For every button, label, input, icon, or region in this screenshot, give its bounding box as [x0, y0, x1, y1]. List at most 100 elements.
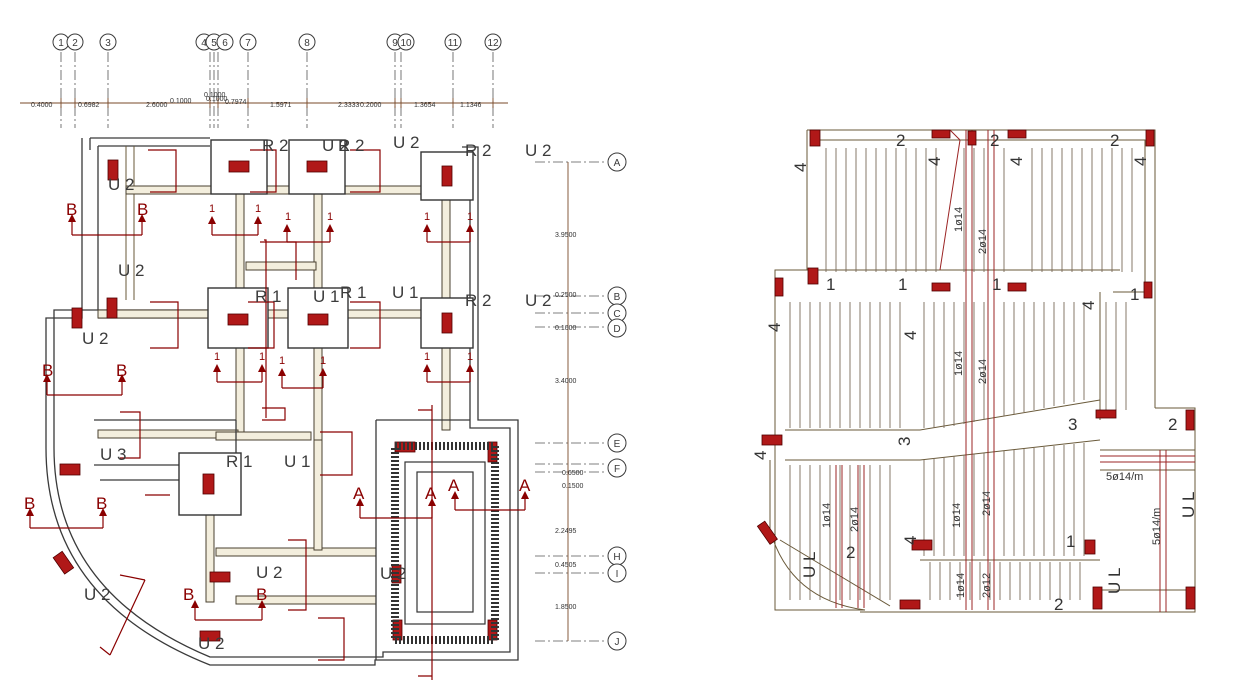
- grid-bubble-8: [298, 33, 316, 51]
- column: [1145, 129, 1155, 147]
- beam-label: R 1: [226, 452, 252, 471]
- grid-label-B: B: [614, 292, 621, 303]
- column: [756, 520, 778, 545]
- dim-h-7: 0.7974: [225, 99, 247, 106]
- section-label-1: 1: [467, 351, 473, 363]
- grid-bubble-A: [607, 152, 627, 172]
- beam-label: U 2: [393, 133, 419, 152]
- beam-col8-low: [313, 439, 323, 551]
- grid-row-lines: [535, 161, 607, 642]
- panel-mark: 2: [1168, 415, 1177, 434]
- panel-mark: 2: [846, 543, 855, 562]
- section-label-1: 1: [285, 211, 291, 223]
- grid-label-6: 6: [222, 38, 228, 49]
- grid-column-lines: [60, 52, 494, 128]
- beam-label: R 2: [465, 141, 491, 160]
- column: [228, 160, 250, 173]
- column: [809, 129, 821, 147]
- beam-label: U 1: [392, 283, 418, 302]
- dim-v-5: 0.6500: [562, 470, 584, 477]
- grid-label-4: 4: [201, 38, 207, 49]
- grid-bubble-F: [607, 458, 627, 478]
- column-pads: [178, 139, 474, 516]
- beam-label: U 2: [322, 136, 348, 155]
- dim-h-6: 0.1000: [206, 96, 228, 103]
- column: [227, 313, 249, 326]
- panel-mark: 3: [1068, 415, 1077, 434]
- column: [967, 130, 977, 146]
- section-label-b: B: [66, 200, 77, 219]
- grid-label-C: C: [613, 309, 620, 320]
- section-label-b: B: [256, 585, 267, 604]
- beam-b: [245, 261, 317, 271]
- panel-mark: 4: [901, 331, 920, 340]
- slab-rebar-labels: 1ø14 2ø14 1ø14 2ø14 1ø14 2ø14 1ø14 2ø14 …: [821, 207, 1163, 598]
- column: [441, 165, 453, 187]
- beam-labels: R 2 U 2 R 2 U 2 R 2 U 2 U 2 U 2 U 2 R 1 …: [82, 133, 551, 653]
- grid-bubble-2: [66, 33, 84, 51]
- panel-mark: 2: [1110, 131, 1119, 150]
- grid-bubble-11: [444, 33, 462, 51]
- column: [209, 571, 231, 583]
- column: [71, 307, 83, 329]
- beam-label: U 2: [198, 634, 224, 653]
- beam-label: R 1: [340, 283, 366, 302]
- column: [202, 473, 215, 495]
- dim-v-8: 0.4505: [555, 562, 577, 569]
- grid-label-8: 8: [304, 38, 310, 49]
- section-markers: [29, 149, 526, 680]
- column: [441, 312, 453, 334]
- dim-h-8: 1.5971: [270, 102, 292, 109]
- column: [1143, 281, 1153, 299]
- slab-plan: 2 2 2 4 4 4 4 4 4 4 4 4 1 1 1 1 3 3 2 2 …: [751, 129, 1198, 614]
- grid-label-E: E: [614, 439, 621, 450]
- beam-label: U 3: [100, 445, 126, 464]
- column: [1092, 586, 1103, 610]
- beam-bd: [97, 309, 449, 319]
- dim-v-9: 1.8500: [555, 604, 577, 611]
- beam-label: U 1: [313, 287, 339, 306]
- rebar-label: 1ø14: [951, 503, 963, 528]
- beam-label: U 2: [256, 563, 282, 582]
- column: [1095, 409, 1117, 419]
- rebar-label: 2ø14: [849, 507, 861, 532]
- dim-h-3: 2.6000: [146, 102, 168, 109]
- dim-v-3: 0.1000: [555, 325, 577, 332]
- section-label-b: B: [42, 361, 53, 380]
- grid-label-D: D: [613, 324, 620, 335]
- dim-v-2: 0.2500: [555, 292, 577, 299]
- rebar-label: 2ø14: [981, 491, 993, 516]
- beam-label: R 1: [255, 287, 281, 306]
- grid-label-H: H: [613, 552, 620, 563]
- panel-mark: 1: [1130, 285, 1139, 304]
- rebar-label: 1ø14: [955, 573, 967, 598]
- edge-label: U L: [800, 552, 819, 578]
- beam-stair: [215, 431, 312, 441]
- section-label-1: 1: [214, 351, 220, 363]
- foundation-plan: 1 2 3 4 5 6 7 8 9 10 11 12: [20, 33, 627, 680]
- section-label-1: 1: [255, 203, 261, 215]
- panel-mark: 4: [1079, 301, 1098, 310]
- column: [52, 550, 75, 575]
- panel-mark: 3: [895, 437, 914, 446]
- beam-label: U 2: [380, 564, 406, 583]
- dim-v-1: 3.9500: [555, 232, 577, 239]
- panel-mark: 4: [1131, 157, 1150, 166]
- column: [1007, 282, 1027, 292]
- section-label-1: 1: [259, 351, 265, 363]
- beam-label: U 2: [525, 291, 551, 310]
- grid-column-bubbles: 1 2 3 4 5 6 7 8 9 10 11 12: [52, 33, 502, 51]
- dim-h-12: 1.1346: [460, 102, 482, 109]
- panel-mark: 4: [901, 536, 920, 545]
- grid-label-A: A: [614, 158, 621, 169]
- slab-rebar-lines: [835, 129, 1195, 612]
- beam-label: R 2: [338, 136, 364, 155]
- column: [899, 599, 921, 610]
- grid-bubble-D: [607, 318, 627, 338]
- section-label-b: B: [96, 494, 107, 513]
- grid-label-12: 12: [487, 38, 499, 49]
- edge-label: U L: [1105, 568, 1124, 594]
- column: [807, 267, 819, 285]
- dim-h-5: 0.1000: [204, 92, 226, 99]
- panel-mark: 4: [925, 157, 944, 166]
